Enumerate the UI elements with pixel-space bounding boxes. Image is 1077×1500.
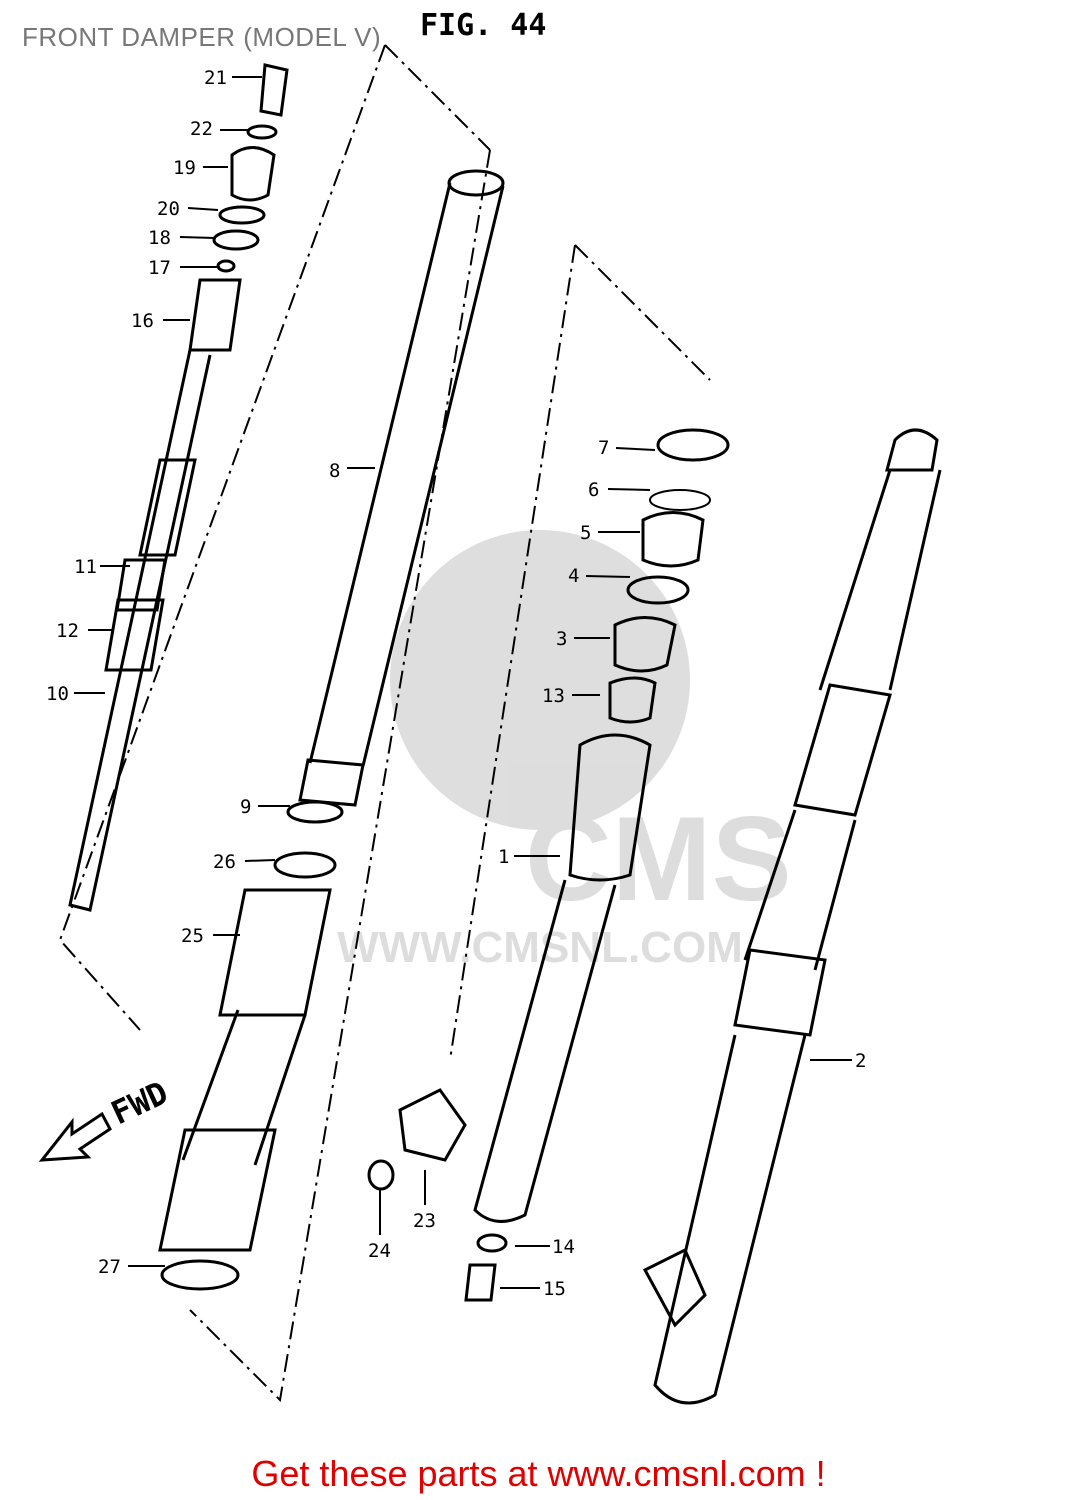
fwd-label: FWD bbox=[105, 1073, 173, 1132]
part-label: 4 bbox=[568, 565, 579, 587]
part-label: 22 bbox=[190, 118, 213, 140]
leader-lines bbox=[74, 76, 852, 1289]
part-label: 23 bbox=[413, 1210, 436, 1232]
part-label: 1 bbox=[498, 846, 509, 868]
part-label: 9 bbox=[240, 796, 251, 818]
part-label: 2 bbox=[855, 1050, 866, 1072]
part-label: 20 bbox=[157, 198, 180, 220]
part-label: 15 bbox=[543, 1278, 566, 1300]
svg-text:WWW.CMSNL.COM: WWW.CMSNL.COM bbox=[337, 923, 743, 972]
part-label: 18 bbox=[148, 227, 171, 249]
part-label: 27 bbox=[98, 1256, 121, 1278]
part-label: 7 bbox=[598, 437, 609, 459]
part-label: 17 bbox=[148, 257, 171, 279]
inner-tube-left bbox=[158, 169, 505, 1291]
part-label: 13 bbox=[542, 685, 565, 707]
part-label: 10 bbox=[46, 683, 69, 705]
part-label: 25 bbox=[181, 925, 204, 947]
part-label: 21 bbox=[204, 67, 227, 89]
damper-cylinder bbox=[367, 428, 730, 1302]
part-label: 3 bbox=[556, 628, 567, 650]
damper-rod-assembly bbox=[68, 63, 289, 912]
part-label: 26 bbox=[213, 851, 236, 873]
forward-arrow: FWD bbox=[38, 1073, 174, 1162]
page-title: FRONT DAMPER (MODEL V) bbox=[22, 22, 382, 52]
part-label: 6 bbox=[588, 479, 599, 501]
part-label: 16 bbox=[131, 310, 154, 332]
part-label: 8 bbox=[329, 460, 340, 482]
part-labels: 21 22 19 20 18 17 16 8 11 12 10 9 26 25 … bbox=[46, 67, 866, 1300]
part-label: 11 bbox=[74, 556, 97, 578]
part-label: 24 bbox=[368, 1240, 391, 1262]
figure-label: FIG. 44 bbox=[420, 8, 547, 43]
group-outlines bbox=[58, 44, 711, 1403]
part-label: 19 bbox=[173, 157, 196, 179]
watermark: CMS WWW.CMSNL.COM bbox=[337, 530, 792, 972]
part-label: 5 bbox=[580, 522, 591, 544]
footer-link[interactable]: Get these parts at www.cmsnl.com ! bbox=[251, 1453, 826, 1494]
part-label: 14 bbox=[552, 1236, 575, 1258]
part-label: 12 bbox=[56, 620, 79, 642]
outer-tube-right bbox=[642, 428, 942, 1405]
svg-text:CMS: CMS bbox=[525, 792, 792, 926]
